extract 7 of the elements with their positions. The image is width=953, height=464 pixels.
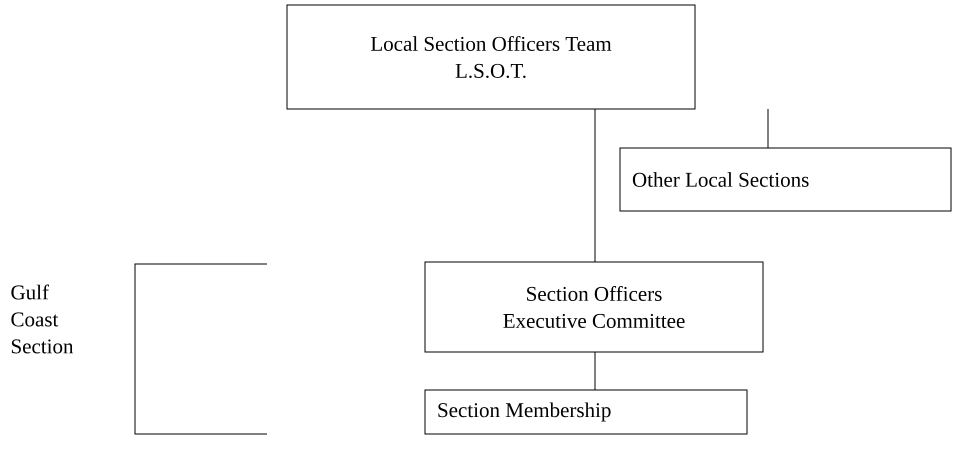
org-box: Local Section Officers Team L.S.O.T.	[286, 4, 696, 110]
connector-line	[594, 109, 596, 262]
org-box: Section Officers Executive Committee	[424, 262, 764, 352]
org-box: Other Local Sections	[620, 148, 952, 212]
section-label: Gulf Coast Section	[11, 284, 74, 354]
org-box: Section Membership	[424, 390, 748, 434]
connector-line	[594, 352, 596, 390]
